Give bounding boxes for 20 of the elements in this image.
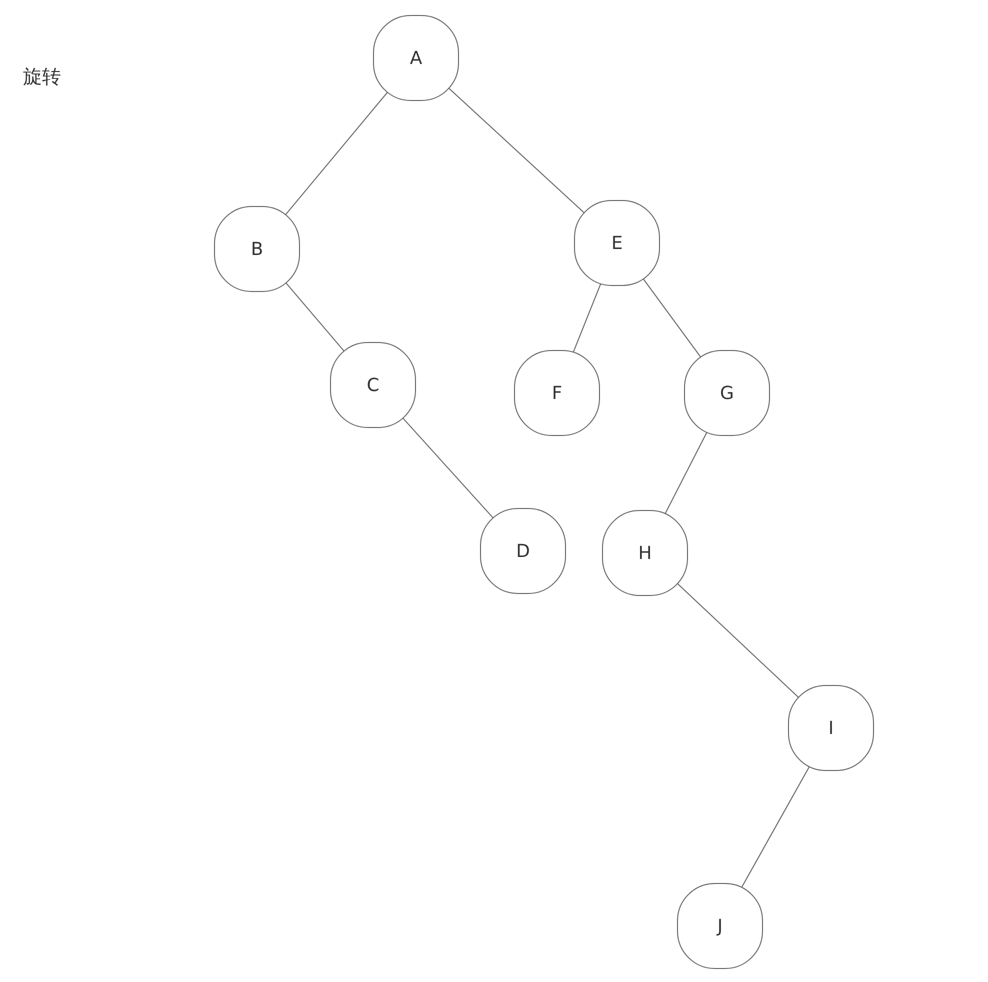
node-label: C	[366, 374, 380, 396]
node-label: B	[250, 238, 264, 260]
node-label: A	[410, 48, 422, 68]
node-label: E	[611, 232, 623, 254]
note-text: 旋转	[23, 65, 61, 90]
node-label: G	[720, 382, 734, 404]
node-label: D	[516, 540, 530, 562]
tree-edge	[447, 86, 586, 214]
node-label: I	[828, 718, 834, 738]
tree-edge	[642, 277, 702, 359]
tree-edge	[676, 582, 800, 700]
node-label: J	[717, 916, 723, 936]
tree-edge	[664, 430, 708, 516]
tree-edge	[284, 281, 346, 353]
tree-edge	[740, 765, 810, 889]
tree-edge	[401, 416, 495, 520]
tree-edge	[572, 282, 602, 354]
node-label: F	[552, 382, 562, 404]
tree-edge	[284, 90, 389, 216]
node-label: H	[638, 542, 652, 564]
